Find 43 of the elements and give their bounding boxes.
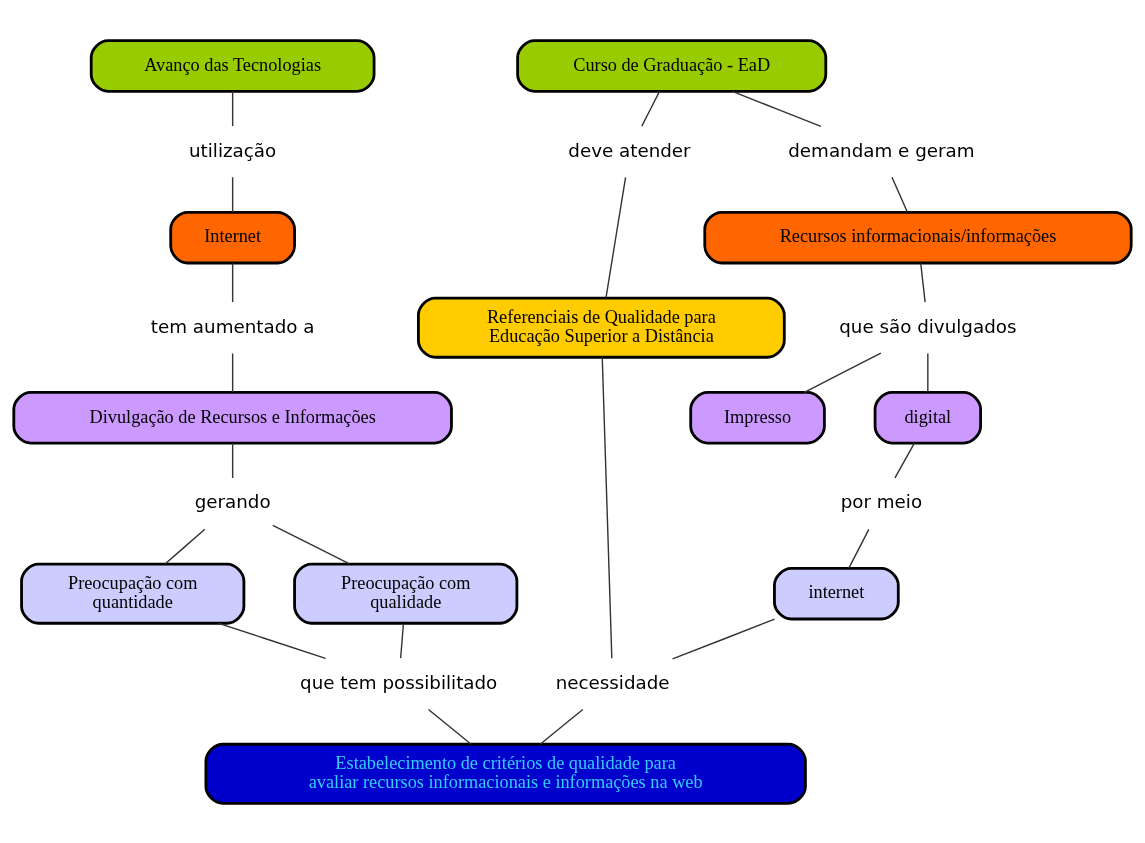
node-text: por meio — [840, 490, 923, 512]
connector — [218, 622, 327, 659]
connector — [231, 176, 234, 213]
connector — [601, 356, 613, 659]
connector — [671, 617, 776, 660]
connector — [848, 528, 870, 569]
connector — [803, 352, 882, 393]
node-text: demandam e geram — [788, 139, 975, 161]
connector — [927, 352, 929, 393]
connector — [891, 176, 908, 213]
node-text: deve atender — [568, 139, 691, 161]
node-box: Referenciais de Qualidade para Educação Superior a Distância — [417, 296, 786, 359]
connector — [731, 90, 822, 127]
node-text: que são divulgados — [839, 315, 1017, 336]
connector — [427, 708, 472, 745]
node-box: Preocupação com quantidade — [20, 562, 246, 625]
connector — [231, 442, 234, 479]
node-text: tem aumentado a — [150, 315, 315, 336]
connector — [399, 622, 405, 659]
node-box: internet — [773, 566, 900, 620]
connector — [539, 708, 584, 745]
node-box: Impresso — [689, 390, 826, 444]
node-box: Estabelecimento de critérios de qualidade para avaliar recursos informacionais e informações na web — [204, 742, 807, 805]
node-box: Preocupação com qualidade — [293, 562, 519, 625]
node-box: Recursos informacionais/informações — [703, 210, 1133, 264]
connector — [605, 176, 627, 299]
node-box: Divulgação de Recursos e Informações — [12, 390, 453, 444]
node-text: que tem possibilitado — [300, 671, 498, 693]
connector — [231, 352, 234, 393]
node-box: digital — [873, 390, 982, 444]
connector — [641, 90, 661, 127]
node-text: gerando — [194, 490, 271, 512]
connector — [920, 262, 926, 303]
connector — [894, 442, 916, 479]
node-text: utilização — [189, 139, 277, 161]
node-box: Avanço das Tecnologias — [89, 38, 376, 93]
node-text: necessidade — [555, 671, 670, 693]
node-box: Internet — [169, 210, 296, 264]
connector — [231, 90, 234, 127]
node-box: Curso de Graduação - EaD — [516, 38, 828, 93]
connector — [231, 262, 234, 303]
connector — [164, 528, 206, 565]
connector — [272, 524, 351, 565]
